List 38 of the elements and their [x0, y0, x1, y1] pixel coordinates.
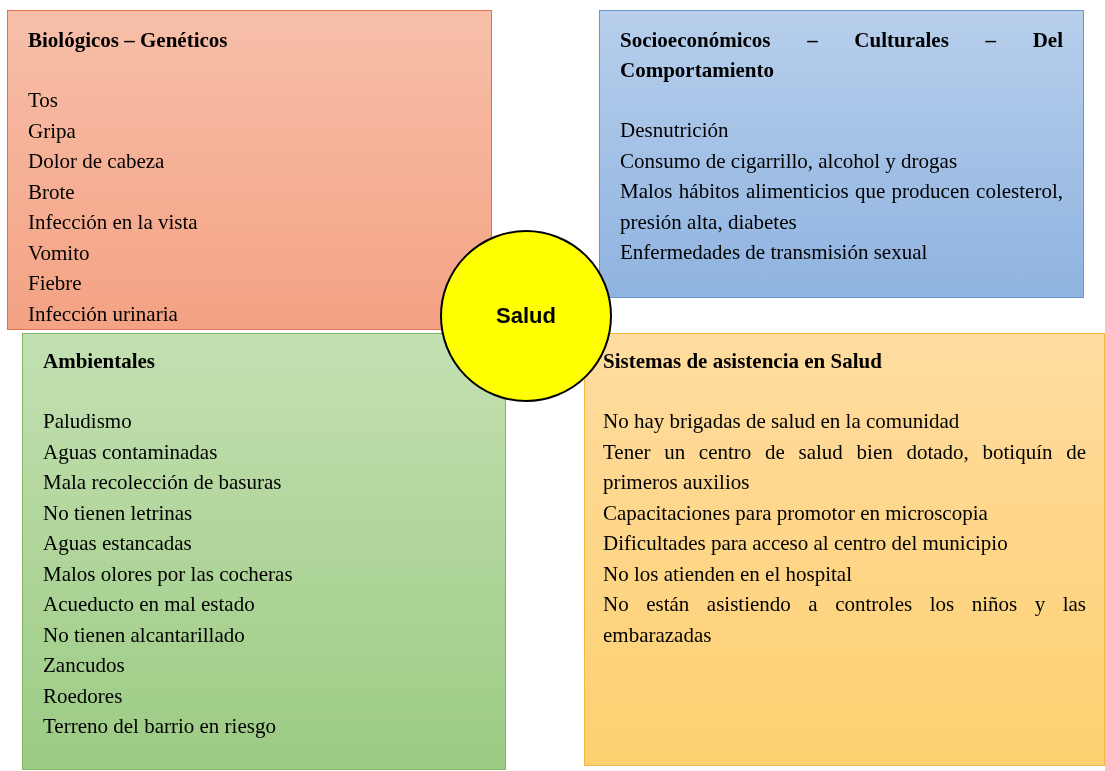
- category-box: [7, 10, 492, 330]
- box-heading: Sistemas de asistencia en Salud: [603, 348, 883, 375]
- list-item: Desnutrición: [620, 117, 730, 144]
- category-box: [22, 333, 506, 770]
- box-heading: Socioeconómicos – Culturales – Del Comportamiento: [620, 27, 1063, 84]
- list-item: Gripa: [28, 117, 77, 145]
- list-item: Zancudos: [43, 652, 126, 679]
- list-item: No tienen letrinas: [43, 499, 194, 527]
- list-item: Aguas contaminadas: [43, 438, 219, 466]
- list-item: Terreno del barrio en riesgo: [43, 713, 277, 740]
- list-item: Malos olores por las cocheras: [43, 560, 294, 588]
- list-item: Acueducto en mal estado: [43, 591, 256, 618]
- list-item: No los atienden en el hospital: [603, 560, 854, 588]
- list-item: Enfermedades de transmisión sexual: [620, 239, 929, 266]
- circle-label: Salud: [496, 303, 556, 329]
- list-item: Paludismo: [43, 408, 133, 435]
- list-item: Brote: [28, 178, 76, 206]
- list-item: Tener un centro de salud bien dotado, botiquín de primeros auxilios: [603, 438, 1086, 496]
- list-item: Tos: [28, 87, 60, 114]
- list-item: Mala recolección de basuras: [43, 469, 283, 496]
- list-item: Infección urinaria: [28, 300, 179, 328]
- box-heading: Ambientales: [43, 348, 156, 375]
- list-item: No hay brigadas de salud en la comunidad: [603, 408, 961, 435]
- list-item: Aguas estancadas: [43, 530, 193, 557]
- list-item: Dificultades para acceso al centro del municipio: [603, 530, 1009, 557]
- list-item: Roedores: [43, 682, 124, 710]
- list-item: Consumo de cigarrillo, alcohol y drogas: [620, 147, 959, 175]
- list-item: Dolor de cabeza: [28, 148, 166, 175]
- list-item: Malos hábitos alimenticios que producen colesterol, presión alta, diabetes: [620, 178, 1063, 236]
- list-item: Infección en la vista: [28, 209, 199, 236]
- category-box: [599, 10, 1084, 298]
- list-item: No tienen alcantarillado: [43, 621, 246, 649]
- list-item: No están asistiendo a controles los niños y las embarazadas: [603, 591, 1086, 649]
- box-heading: Biológicos – Genéticos: [28, 27, 229, 54]
- category-box: [584, 333, 1105, 766]
- list-item: Fiebre: [28, 270, 83, 297]
- list-item: Capacitaciones para promotor en microscopia: [603, 499, 989, 527]
- list-item: Vomito: [28, 239, 91, 267]
